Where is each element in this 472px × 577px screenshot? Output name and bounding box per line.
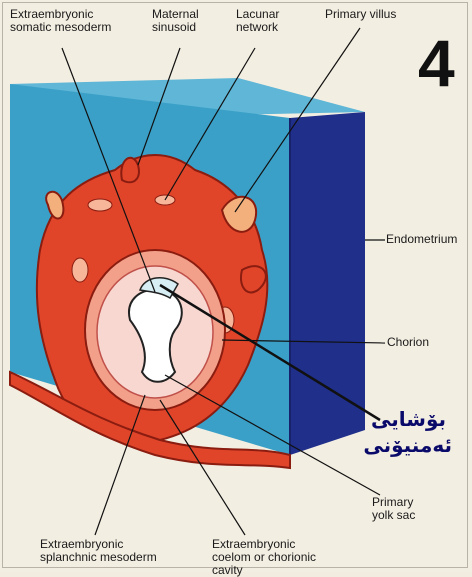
- villus-top: [121, 158, 139, 183]
- label-chorion: Chorion: [387, 336, 429, 349]
- label-extraembryonic-splanchnic-mesoderm: Extraembryonic splanchnic mesoderm: [40, 538, 157, 564]
- lacuna: [72, 258, 88, 282]
- label-extraembryonic-somatic-mesoderm: Extraembryonic somatic mesoderm: [10, 8, 111, 34]
- label-maternal-sinusoid: Maternal sinusoid: [152, 8, 199, 34]
- label-primary-yolk-sac: Primary yolk sac: [372, 496, 415, 522]
- label-primary-villus: Primary villus: [325, 8, 396, 21]
- label-endometrium: Endometrium: [386, 233, 457, 246]
- label-amniotic-cavity-kurdish-2: ئەمنیۆنی: [363, 434, 452, 456]
- label-lacunar-network: Lacunar network: [236, 8, 279, 34]
- label-extraembryonic-coelom: Extraembryonic coelom or chorionic cavit…: [212, 538, 316, 577]
- lacuna: [88, 199, 112, 211]
- label-amniotic-cavity-kurdish-1: بۆشایی: [371, 408, 446, 430]
- figure-number: 4: [418, 30, 455, 96]
